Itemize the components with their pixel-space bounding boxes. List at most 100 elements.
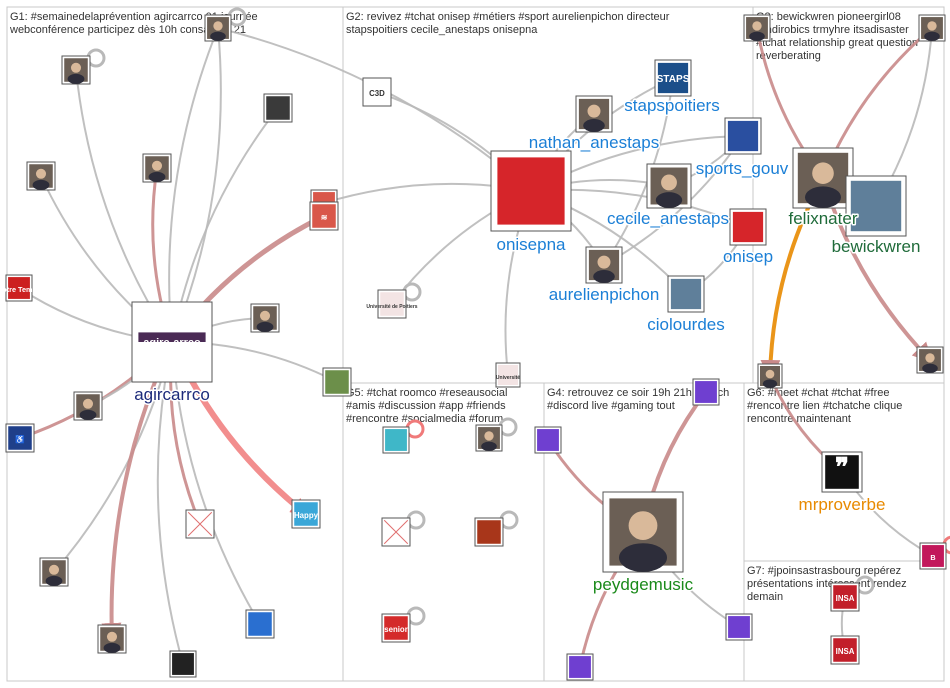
node-g5_seniors[interactable]: senior — [381, 613, 411, 643]
node-peydgemusic[interactable] — [602, 491, 684, 573]
node-felixnater[interactable] — [792, 147, 854, 209]
node-g1_broken[interactable] — [185, 509, 215, 539]
node-logo-text-uni_poitiers: Université de Poitiers — [366, 304, 417, 310]
node-g1_p2[interactable] — [26, 161, 56, 191]
node-g5_broken[interactable] — [381, 517, 411, 547]
group-labels: G1: #semainedelaprévention agircarrco 01… — [9, 11, 918, 603]
accessibility-icon — [8, 426, 32, 450]
node-g4_twitch2[interactable] — [692, 378, 720, 406]
avatar-body-g6_p1 — [762, 379, 778, 388]
node-g4_twitch4[interactable] — [566, 653, 594, 681]
node-mrproverbe[interactable]: ❞ — [821, 451, 863, 493]
avatar-head-g3_p2 — [927, 21, 937, 31]
node-ciolourdes[interactable] — [667, 275, 705, 313]
node-nathan_anestaps[interactable] — [575, 95, 613, 133]
node-onisep[interactable] — [729, 208, 767, 246]
node-g6_b[interactable]: B — [919, 542, 947, 570]
node-logo-text-happytal: Happy — [294, 511, 319, 520]
node-stack_b[interactable]: ≋ — [309, 201, 339, 231]
group-label-g2: G2: revivez #tchat onisep #métiers #spor… — [346, 11, 670, 36]
node-g7_insa1[interactable]: INSA — [830, 582, 860, 612]
node-g1_p3[interactable] — [142, 153, 172, 183]
node-label-bewickwren: bewickwren — [832, 237, 921, 256]
node-g5_fire[interactable] — [474, 517, 504, 547]
node-label-stapspoitiers: stapspoitiers — [624, 96, 719, 115]
node-uni_poitiers[interactable]: Université de Poitiers — [366, 289, 418, 319]
node-g1_flower[interactable] — [322, 367, 352, 397]
avatar-head-g1_p5 — [259, 310, 271, 321]
flower-photo-icon — [325, 370, 349, 394]
node-logo-text-uni_2: Université — [496, 375, 520, 381]
nodes: agirc-arrco STAPS ❞ C3D Université de Poitie… — [0, 14, 947, 681]
node-g4_twitch3[interactable] — [725, 613, 753, 641]
node-aurelienpichon[interactable] — [585, 246, 623, 284]
node-g1_p1[interactable] — [61, 55, 91, 85]
avatar-body-g1_p5 — [256, 321, 274, 332]
node-g6_p1[interactable] — [757, 363, 783, 389]
avatar-body-peydgemusic — [619, 543, 667, 572]
node-bewickwren[interactable] — [845, 175, 907, 237]
avatar-head-aurelienpichon — [597, 255, 611, 269]
node-g1_p5[interactable] — [250, 303, 280, 333]
node-cecile_anestaps[interactable] — [646, 163, 692, 209]
insa-logo-icon — [833, 585, 857, 609]
node-labels: agircarrcoonisepnastapspoitiersnathan_an… — [133, 95, 922, 596]
node-uni_2[interactable]: Université — [495, 362, 521, 388]
avatar-body-g3_p2 — [924, 31, 940, 41]
edge-agircarrco-to-g1_diamond — [156, 341, 186, 666]
node-g1_p4[interactable] — [204, 14, 232, 42]
avatar-body-g1_p3 — [148, 171, 166, 183]
node-logo-text-g7_insa1: INSA — [836, 594, 855, 603]
node-stapspoitiers[interactable]: STAPS — [654, 59, 692, 97]
avatar-head-g3_p1 — [752, 21, 762, 31]
node-g3_p1[interactable] — [743, 14, 771, 42]
seniors-logo-icon — [384, 616, 408, 640]
node-label-aurelienpichon: aurelienpichon — [549, 285, 660, 304]
avatar-head-g1_p1 — [70, 62, 82, 73]
node-agircarrco[interactable]: agirc-arrco — [131, 301, 213, 383]
node-g5_app[interactable] — [382, 426, 410, 454]
node-logo-text-mrproverbe: ❞ — [835, 452, 849, 482]
avatar-head-g1_p8 — [106, 631, 118, 642]
avatar-head-cecile_anestaps — [661, 174, 677, 191]
node-g1_arrow[interactable] — [245, 609, 275, 639]
avatar-body-cecile_anestaps — [655, 192, 683, 208]
node-onisepna[interactable] — [490, 150, 572, 232]
node-g1_p8[interactable] — [97, 624, 127, 654]
node-logo-text-c3d: C3D — [369, 89, 385, 98]
quote-icon — [825, 455, 859, 489]
avatar-head-g1_p6 — [82, 398, 94, 409]
fire-photo-icon — [477, 520, 501, 544]
group-label-g4: G4: retrouvez ce soir 19h 21h #twitch#di… — [547, 387, 729, 412]
landscape-photo-icon — [670, 278, 702, 310]
avatar-body-g1_p7 — [45, 575, 63, 587]
onisep-logo-icon — [732, 211, 764, 243]
node-logo-text-agircarrco: agirc-arrco — [143, 337, 201, 349]
node-label-sports_gouv: sports_gouv — [696, 159, 789, 178]
node-g1_p6[interactable] — [73, 391, 103, 421]
chat-app-icon — [385, 429, 407, 451]
node-g4_twitch1[interactable] — [534, 426, 562, 454]
node-g1_p7[interactable] — [39, 557, 69, 587]
node-g5_p1[interactable] — [475, 424, 503, 452]
node-c3d[interactable]: C3D — [362, 77, 392, 107]
node-accessibility[interactable]: ♿ — [5, 423, 35, 453]
avatar-head-g6_p1 — [765, 369, 775, 379]
avatar-head-peydgemusic — [628, 511, 658, 540]
node-g7_insa2[interactable]: INSA — [830, 635, 860, 665]
node-g1_diamond[interactable] — [169, 650, 197, 678]
landscape-photo-icon — [850, 180, 902, 232]
broken-image-cross-g5_broken — [383, 519, 409, 545]
node-sports_gouv[interactable] — [724, 117, 762, 155]
notre-temps-logo-icon — [8, 277, 30, 299]
node-g3_p3[interactable] — [916, 346, 944, 374]
node-logo-text-g6_b: B — [930, 553, 935, 562]
node-notre_temps[interactable]: Notre Temps — [0, 274, 41, 302]
twitch-icon — [728, 616, 750, 638]
node-happytal[interactable]: Happy — [291, 499, 321, 529]
avatar-head-g1_p2 — [35, 168, 47, 179]
node-g3_p2[interactable] — [918, 14, 946, 42]
node-g1_star[interactable] — [263, 93, 293, 123]
